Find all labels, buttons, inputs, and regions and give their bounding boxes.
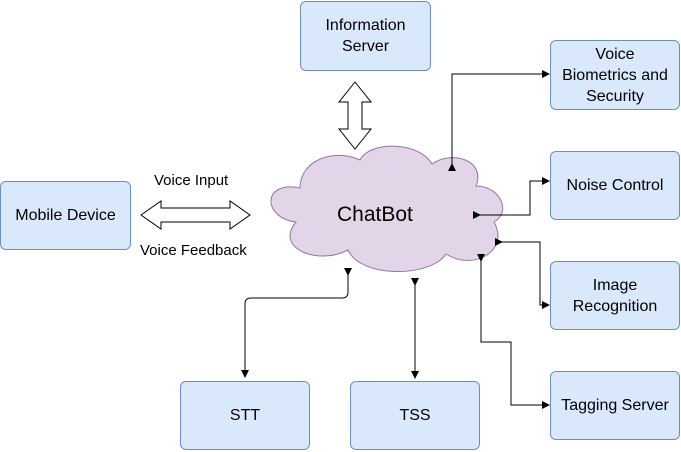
image-recognition-node[interactable]: Image Recognition (550, 261, 680, 330)
tagging-server-connector (477, 254, 550, 409)
information-server-node[interactable]: Information Server (300, 1, 431, 71)
mobile-device-node[interactable]: Mobile Device (0, 181, 131, 250)
mobile-device-label: Mobile Device (15, 207, 116, 224)
stt-label: STT (229, 407, 261, 424)
chatbot-cloud-shape (270, 145, 504, 272)
tagging-server-node[interactable]: Tagging Server (550, 371, 680, 440)
information-server-label: Information Server (325, 17, 406, 55)
chatbot-label: ChatBot (337, 203, 413, 226)
voice-biometrics-label: Voice Biometrics and Security (562, 45, 668, 105)
noise-control-node[interactable]: Noise Control (550, 151, 680, 220)
tagging-server-label: Tagging Server (561, 397, 669, 414)
voice-feedback-label: Voice Feedback (140, 242, 247, 259)
voice-input-label: Voice Input (154, 172, 229, 189)
tss-label: TSS (399, 407, 431, 424)
stt-node[interactable]: STT (180, 381, 310, 450)
voice-bio-connector (448, 70, 550, 171)
stt-connector (241, 268, 352, 378)
tss-node[interactable]: TSS (350, 381, 480, 450)
voice-biometrics-node[interactable]: Voice Biometrics and Security (550, 40, 680, 110)
noise-control-label: Noise Control (566, 177, 664, 194)
image-recognition-connector (495, 238, 550, 309)
noise-control-connector (473, 177, 550, 219)
info-server-double-arrow (337, 81, 373, 150)
mobile-double-arrow (140, 200, 251, 230)
image-recognition-label: Image Recognition (572, 276, 658, 315)
